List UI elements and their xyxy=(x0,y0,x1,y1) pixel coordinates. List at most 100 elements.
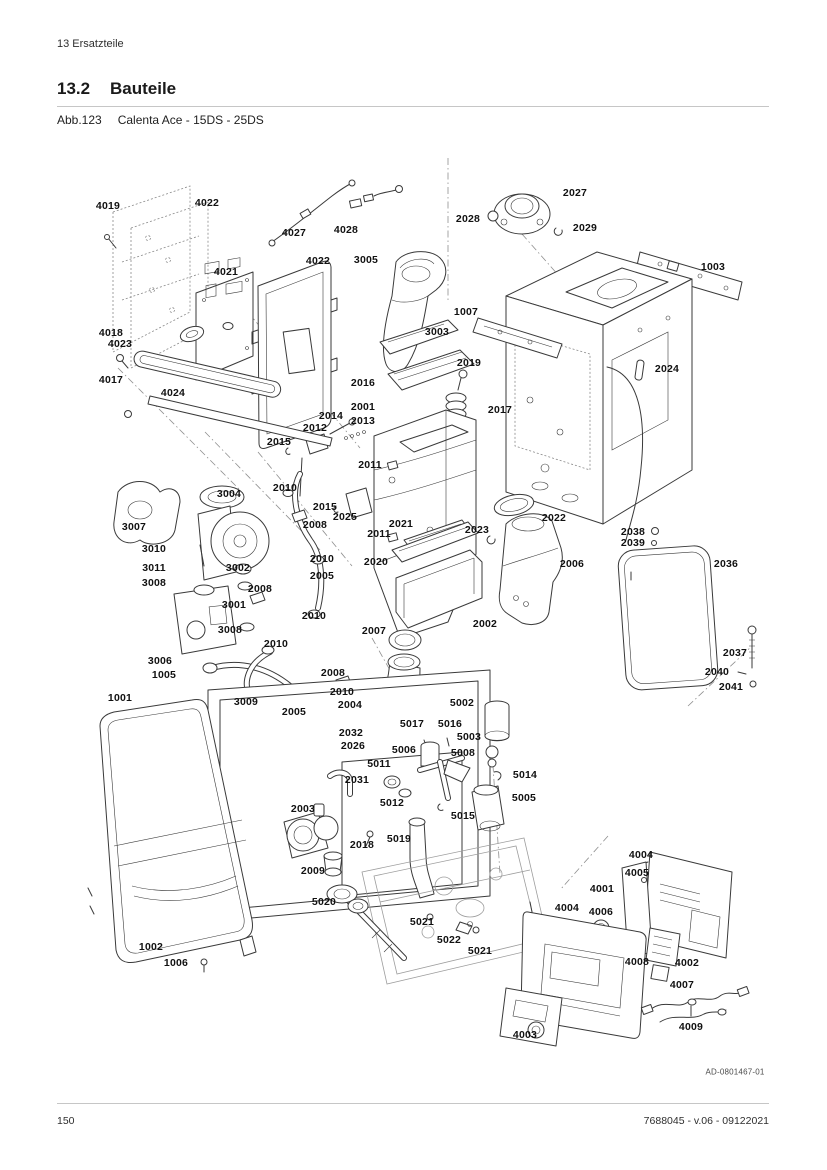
part-label-4027: 4027 xyxy=(281,227,307,239)
part-label-3010: 3010 xyxy=(141,543,167,555)
part-label-4004: 4004 xyxy=(554,902,580,914)
screw-4023 xyxy=(116,354,124,362)
part-label-2012: 2012 xyxy=(302,422,328,434)
part-label-3003: 3003 xyxy=(424,326,450,338)
screw-1006 xyxy=(200,958,208,966)
part-label-5021: 5021 xyxy=(409,916,435,928)
part-label-2016: 2016 xyxy=(350,377,376,389)
drawing-reference: AD-0801467-01 xyxy=(705,1067,765,1077)
handle-4017 xyxy=(116,322,333,447)
part-label-4021: 4021 xyxy=(213,266,239,278)
clamp-2008b xyxy=(249,591,266,605)
part-label-5012: 5012 xyxy=(379,797,405,809)
foot-1002 xyxy=(239,935,257,957)
screw-5021a xyxy=(426,913,434,921)
part-label-2040: 2040 xyxy=(704,666,730,678)
part-label-2010: 2010 xyxy=(329,686,355,698)
part-label-2036: 2036 xyxy=(713,558,739,570)
clip-5015 xyxy=(437,803,444,811)
pin-3010 xyxy=(199,544,205,567)
insulation-2016 xyxy=(387,349,475,391)
part-label-2019: 2019 xyxy=(456,357,482,369)
part-label-2024: 2024 xyxy=(654,363,680,375)
gasket-4018 xyxy=(179,325,205,343)
part-label-2013: 2013 xyxy=(350,415,376,427)
part-label-4003: 4003 xyxy=(512,1029,538,1041)
part-label-2014: 2014 xyxy=(318,410,344,422)
part-label-4007: 4007 xyxy=(669,979,695,991)
cable-4028 xyxy=(348,185,403,209)
electrode-group xyxy=(285,418,399,543)
screw-5021b xyxy=(472,926,480,934)
frame-edge-4024 xyxy=(147,395,333,447)
part-label-2039: 2039 xyxy=(620,537,646,549)
cone-5008 xyxy=(443,759,471,783)
clip-5014 xyxy=(493,771,502,781)
siphon-2003 xyxy=(283,803,374,877)
burner-tray-2002 xyxy=(395,549,483,629)
part-label-5008: 5008 xyxy=(450,747,476,759)
part-label-2010: 2010 xyxy=(301,610,327,622)
plug-2011 xyxy=(386,460,399,471)
elbow-2031 xyxy=(328,770,352,796)
fitting-5011 xyxy=(383,775,401,789)
part-label-5014: 5014 xyxy=(512,769,538,781)
part-label-4002: 4002 xyxy=(674,957,700,969)
hydroblock-group xyxy=(327,700,510,832)
cover-4022 xyxy=(251,260,338,449)
part-label-2032: 2032 xyxy=(338,727,364,739)
clip-2040 xyxy=(737,671,747,675)
figure-title: Calenta Ace - 15DS - 25DS xyxy=(117,113,264,127)
part-label-4009: 4009 xyxy=(678,1021,704,1033)
part-label-2020: 2020 xyxy=(363,556,389,568)
screw-4019 xyxy=(104,234,117,249)
part-label-2023: 2023 xyxy=(464,524,490,536)
part-label-5003: 5003 xyxy=(456,731,482,743)
part-label-5011: 5011 xyxy=(367,758,391,770)
insulation-3003 xyxy=(379,319,459,355)
plug-2028 xyxy=(487,210,499,222)
part-label-2008: 2008 xyxy=(302,519,328,531)
front-panel-1001 xyxy=(87,699,257,973)
ring-2010d xyxy=(261,645,275,655)
plug-2011b xyxy=(386,532,399,543)
flue-adapter-2027 xyxy=(487,193,563,236)
section-number: 13.2 xyxy=(57,79,91,98)
back-panel-4022-dashed xyxy=(112,185,209,369)
part-label-2005: 2005 xyxy=(309,570,335,582)
burner-gasket-2020 xyxy=(391,521,479,563)
part-label-4008: 4008 xyxy=(624,956,650,968)
part-label-2027: 2027 xyxy=(562,187,588,199)
part-label-2015: 2015 xyxy=(312,501,338,513)
part-label-5019: 5019 xyxy=(386,833,412,845)
footer-rule xyxy=(57,1103,769,1104)
page-number: 150 xyxy=(57,1115,75,1127)
part-label-2028: 2028 xyxy=(455,213,481,225)
screw-4005 xyxy=(641,877,647,883)
cup-2009 xyxy=(323,851,343,861)
part-label-2004: 2004 xyxy=(337,699,363,711)
part-label-5015: 5015 xyxy=(450,810,476,822)
part-label-2015: 2015 xyxy=(266,436,292,448)
ring-5012 xyxy=(398,788,412,798)
part-label-5016: 5016 xyxy=(437,718,463,730)
flow-sensor-2025 xyxy=(345,487,373,519)
part-label-4006: 4006 xyxy=(588,906,614,918)
pin-2024 xyxy=(634,359,645,381)
part-label-1005: 1005 xyxy=(151,669,177,681)
part-label-2026: 2026 xyxy=(340,740,366,752)
tube-5020 xyxy=(326,884,407,961)
pcb-4002 xyxy=(645,927,681,967)
ring-3008 xyxy=(237,581,253,591)
part-label-4024: 4024 xyxy=(160,387,186,399)
part-label-4001: 4001 xyxy=(589,883,615,895)
nut-3011 xyxy=(234,563,252,575)
part-label-3008: 3008 xyxy=(141,577,167,589)
part-label-4028: 4028 xyxy=(333,224,359,236)
part-label-2005: 2005 xyxy=(281,706,307,718)
part-label-2011: 2011 xyxy=(367,528,391,540)
